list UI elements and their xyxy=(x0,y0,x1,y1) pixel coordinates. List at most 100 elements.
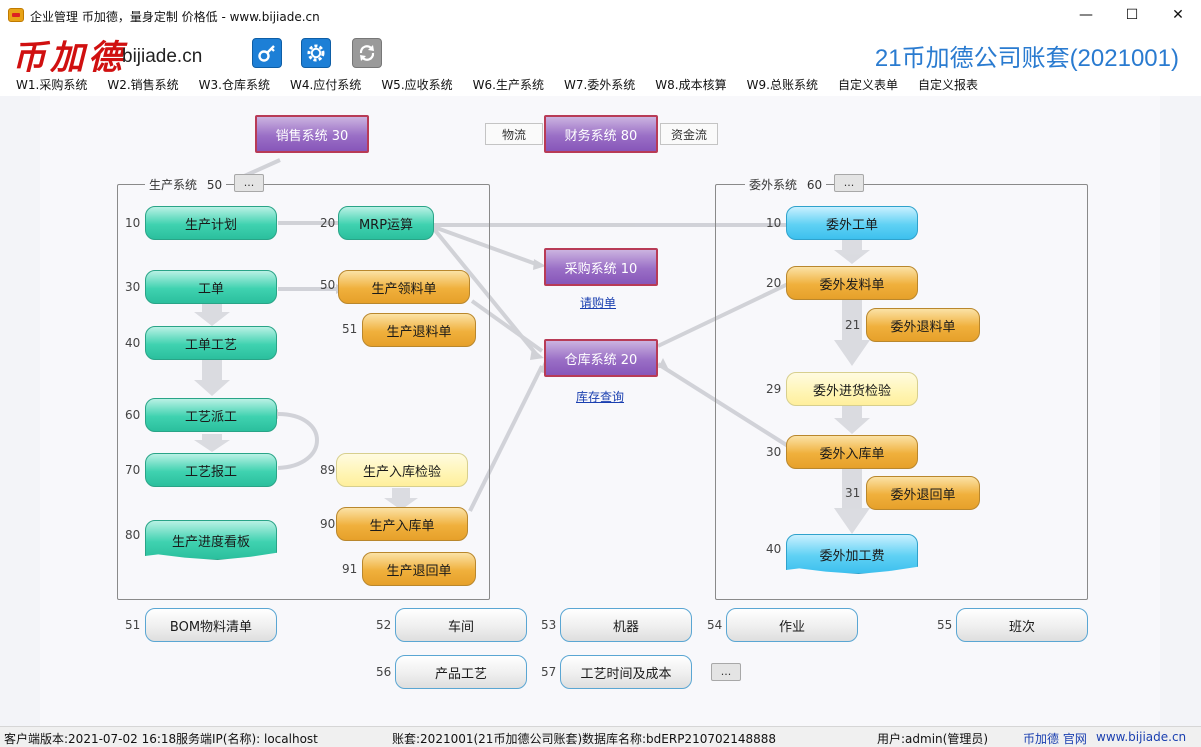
warehouse-system-node[interactable]: 仓库系统 20 xyxy=(544,339,658,377)
outsource-material-return-node[interactable]: 委外退料单 xyxy=(866,308,980,342)
menu-production[interactable]: W6.生产系统 xyxy=(472,77,544,92)
sales-system-node[interactable]: 销售系统 30 xyxy=(255,115,369,153)
node-number: 70 xyxy=(125,463,141,477)
inventory-query-link[interactable]: 库存查询 xyxy=(576,390,625,404)
close-button[interactable]: ✕ xyxy=(1172,7,1184,23)
shift-button[interactable]: 班次 xyxy=(956,608,1088,642)
node-number: 30 xyxy=(766,445,782,459)
bom-button[interactable]: BOM物料清单 xyxy=(145,608,277,642)
node-number: 60 xyxy=(125,408,141,422)
node-number: 51 xyxy=(125,618,141,632)
production-stock-in-node[interactable]: 生产入库单 xyxy=(336,507,468,541)
menu-custom-form[interactable]: 自定义表单 xyxy=(837,77,898,92)
flow-canvas: 销售系统 30 物流 财务系统 80 资金流 生产系统 50 ... 采购系统 … xyxy=(0,96,1201,726)
production-system-group xyxy=(117,184,490,600)
product-process-button[interactable]: 产品工艺 xyxy=(395,655,527,689)
node-number: 31 xyxy=(845,486,861,500)
app-icon xyxy=(8,8,24,22)
process-time-cost-button[interactable]: 工艺时间及成本 xyxy=(560,655,692,689)
production-system-count: 50 xyxy=(206,178,223,192)
outsource-stock-in-node[interactable]: 委外入库单 xyxy=(786,435,918,469)
stock-in-inspection-node[interactable]: 生产入库检验 xyxy=(336,453,468,487)
menu-cost[interactable]: W8.成本核算 xyxy=(655,77,727,92)
production-system-label: 生产系统 50 xyxy=(145,176,227,193)
outsource-system-group xyxy=(715,184,1088,600)
node-number: 50 xyxy=(320,278,336,292)
purchase-request-link[interactable]: 请购单 xyxy=(580,296,617,310)
minimize-button[interactable]: — xyxy=(1079,7,1093,23)
node-number: 55 xyxy=(937,618,953,632)
menu-ledger[interactable]: W9.总账系统 xyxy=(746,77,818,92)
mrp-calc-node[interactable]: MRP运算 xyxy=(338,206,434,240)
production-return-node[interactable]: 生产退回单 xyxy=(362,552,476,586)
operation-button[interactable]: 作业 xyxy=(726,608,858,642)
maximize-button[interactable]: ☐ xyxy=(1125,7,1139,23)
node-number: 90 xyxy=(320,517,336,531)
outsource-return-node[interactable]: 委外退回单 xyxy=(866,476,980,510)
menu-payable[interactable]: W4.应付系统 xyxy=(289,77,362,92)
menu-receivable[interactable]: W5.应收系统 xyxy=(381,77,453,92)
cashflow-label: 资金流 xyxy=(660,123,718,145)
outsource-system-title: 委外系统 xyxy=(749,178,798,192)
status-bar: 客户端版本:2021-07-02 16:18 服务端IP(名称): localh… xyxy=(0,726,1201,747)
outsource-order-node[interactable]: 委外工单 xyxy=(786,206,918,240)
menu-purchase[interactable]: W1.采购系统 xyxy=(16,77,88,92)
gear-icon xyxy=(307,44,325,62)
machine-button[interactable]: 机器 xyxy=(560,608,692,642)
node-number: 21 xyxy=(845,318,861,332)
refresh-button[interactable] xyxy=(352,38,382,68)
workshop-button[interactable]: 车间 xyxy=(395,608,527,642)
refresh-icon xyxy=(359,45,375,61)
bottom-more-button[interactable]: ... xyxy=(711,663,741,681)
production-more-button[interactable]: ... xyxy=(234,174,264,192)
material-return-node[interactable]: 生产退料单 xyxy=(362,313,476,347)
work-order-node[interactable]: 工单 xyxy=(145,270,277,304)
key-button[interactable] xyxy=(252,38,282,68)
title-bar: 企业管理 币加德，量身定制 价格低 - www.bijiade.cn — ☐ ✕ xyxy=(0,0,1201,30)
outsource-fee-node[interactable]: 委外加工费 xyxy=(786,534,918,574)
menu-sales[interactable]: W2.销售系统 xyxy=(107,77,179,92)
node-number: 20 xyxy=(766,276,782,290)
app-header: 币加德 bijiade.cn 21币加德公司账套(2021001) xyxy=(0,30,1201,78)
node-number: 20 xyxy=(320,216,336,230)
server-ip: 服务端IP(名称): localhost xyxy=(176,732,318,746)
node-number: 91 xyxy=(342,562,358,576)
process-dispatch-node[interactable]: 工艺派工 xyxy=(145,398,277,432)
node-number: 10 xyxy=(125,216,141,230)
website-url-link[interactable]: www.bijiade.cn xyxy=(1096,730,1187,744)
node-number: 29 xyxy=(766,382,782,396)
node-number: 56 xyxy=(376,665,392,679)
official-site-link[interactable]: 币加德 官网 xyxy=(1023,732,1087,746)
account-set: 账套:2021001(21币加德公司账套) xyxy=(392,732,583,746)
node-number: 57 xyxy=(541,665,557,679)
logistics-label: 物流 xyxy=(485,123,543,145)
window-title: 企业管理 币加德，量身定制 价格低 - www.bijiade.cn xyxy=(30,10,320,24)
menu-outsource[interactable]: W7.委外系统 xyxy=(563,77,636,92)
node-number: 80 xyxy=(125,528,141,542)
outsource-more-button[interactable]: ... xyxy=(834,174,864,192)
node-number: 40 xyxy=(766,542,782,556)
outsource-inspection-node[interactable]: 委外进货检验 xyxy=(786,372,918,406)
work-order-process-node[interactable]: 工单工艺 xyxy=(145,326,277,360)
database-name: 数据库名称:bdERP210702148888 xyxy=(582,732,777,746)
progress-board-node[interactable]: 生产进度看板 xyxy=(145,520,277,560)
node-number: 53 xyxy=(541,618,557,632)
menu-custom-report[interactable]: 自定义报表 xyxy=(917,77,978,92)
node-number: 30 xyxy=(125,280,141,294)
process-report-node[interactable]: 工艺报工 xyxy=(145,453,277,487)
purchase-system-node[interactable]: 采购系统 10 xyxy=(544,248,658,286)
current-user: 用户:admin(管理员) xyxy=(877,732,989,746)
menu-warehouse[interactable]: W3.仓库系统 xyxy=(198,77,270,92)
menu-bar: W1.采购系统 W2.销售系统 W3.仓库系统 W4.应付系统 W5.应收系统 … xyxy=(0,72,1201,96)
material-issue-node[interactable]: 生产领料单 xyxy=(338,270,470,304)
outsource-system-label: 委外系统 60 xyxy=(745,176,827,193)
finance-system-node[interactable]: 财务系统 80 xyxy=(544,115,658,153)
production-plan-node[interactable]: 生产计划 xyxy=(145,206,277,240)
production-system-title: 生产系统 xyxy=(149,178,198,192)
outsource-issue-node[interactable]: 委外发料单 xyxy=(786,266,918,300)
client-version: 客户端版本:2021-07-02 16:18 xyxy=(4,732,177,746)
logo-domain: bijiade.cn xyxy=(122,46,203,67)
settings-button[interactable] xyxy=(301,38,331,68)
outsource-system-count: 60 xyxy=(806,178,823,192)
node-number: 52 xyxy=(376,618,392,632)
